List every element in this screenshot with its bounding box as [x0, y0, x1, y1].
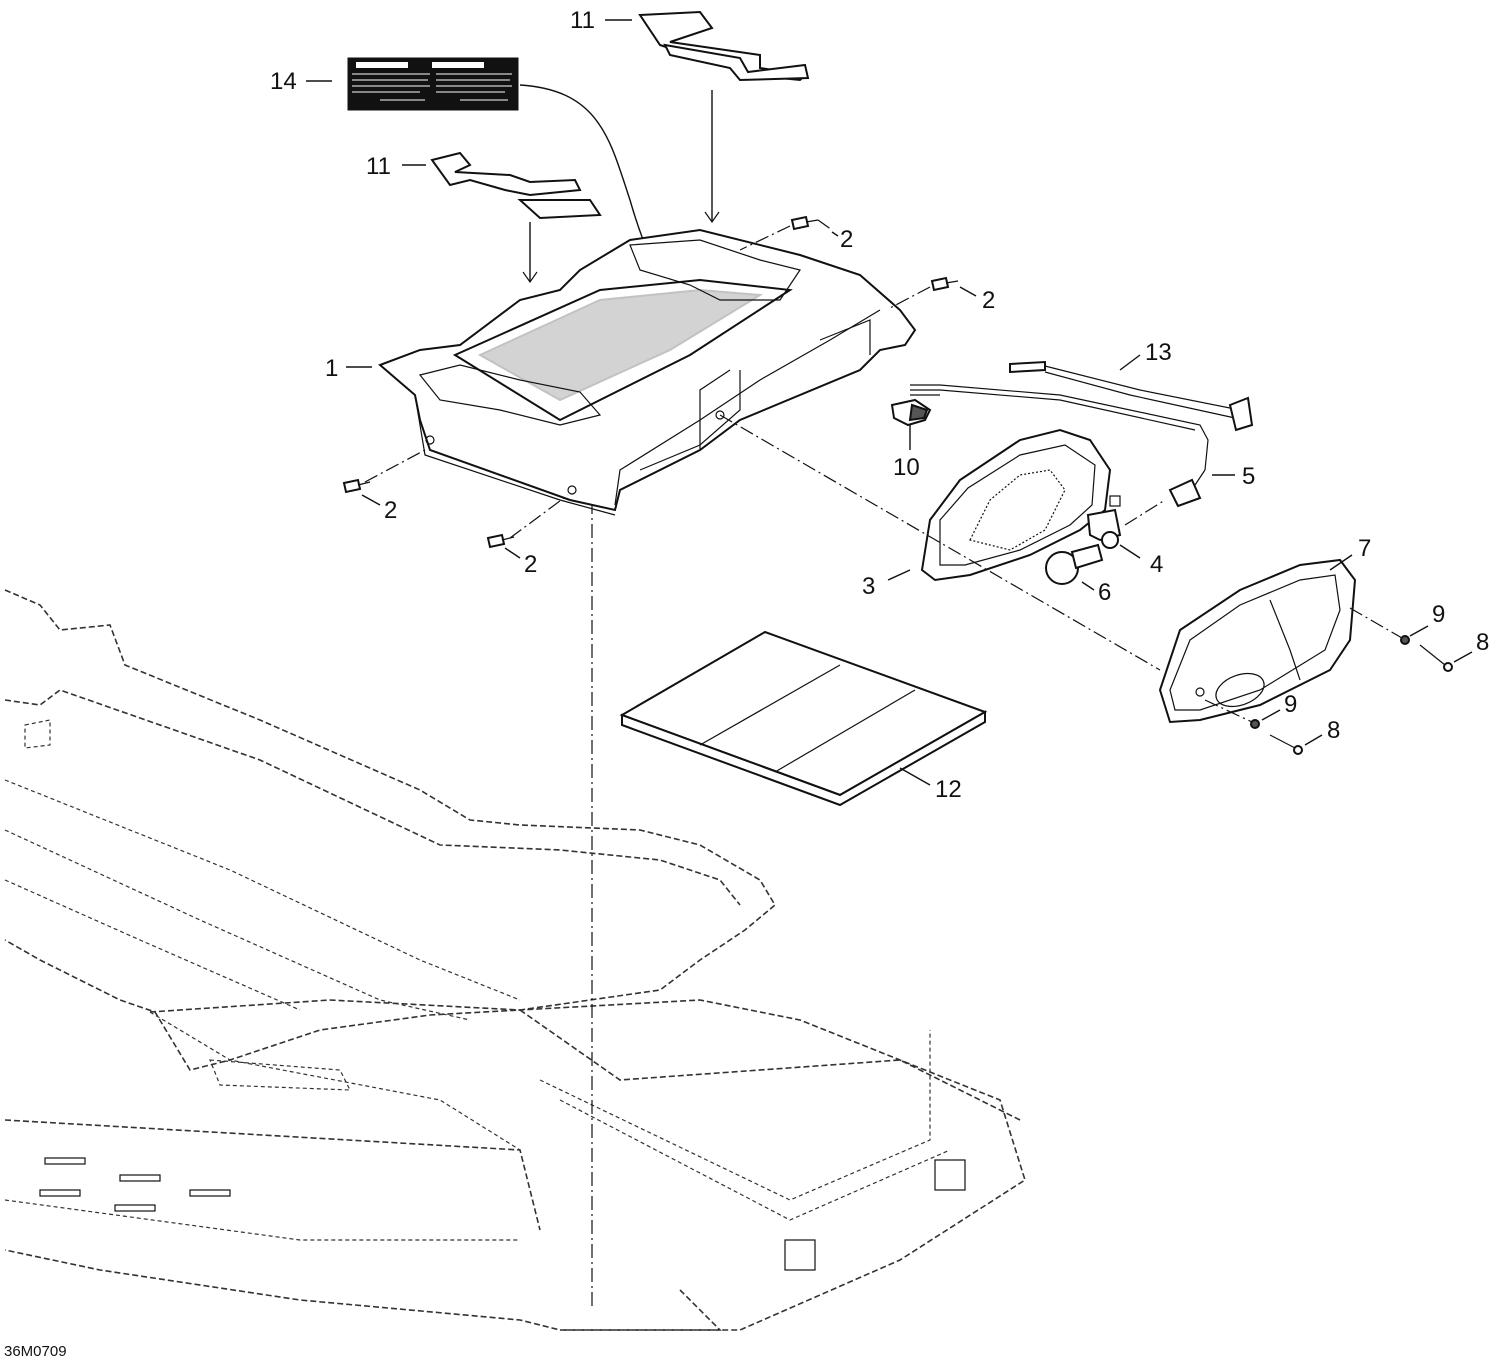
tail-light-lens	[1158, 558, 1357, 724]
bulb-socket-pigtail	[1168, 469, 1206, 508]
drawing-code: 36M0709	[4, 1343, 67, 1360]
screw-upper-b	[930, 276, 959, 292]
vehicle-rear-frame	[4, 589, 1026, 1331]
bulb	[1045, 543, 1104, 585]
reflector-base	[920, 428, 1121, 582]
washer-a	[1400, 635, 1410, 645]
callout-2-lower-a: 2	[384, 497, 397, 524]
screw-lens-b	[1269, 734, 1303, 755]
callout-11-top: 11	[570, 7, 595, 34]
callout-14: 14	[270, 68, 297, 95]
screw-lower-b	[486, 533, 515, 549]
tail-light-housing	[378, 228, 917, 516]
callout-4: 4	[1150, 551, 1163, 578]
connector	[890, 398, 932, 427]
reflector-pad-left	[430, 151, 582, 197]
callout-2-lower-b: 2	[524, 551, 537, 578]
callout-7: 7	[1358, 535, 1371, 562]
callout-8-right: 8	[1476, 629, 1489, 656]
socket-clip	[1086, 508, 1122, 549]
callout-9-right: 9	[1432, 601, 1445, 628]
wiring-harness	[910, 360, 1254, 471]
callout-10: 10	[893, 454, 920, 481]
warning-label	[347, 57, 519, 111]
screw-lens-a	[1419, 644, 1453, 672]
screw-upper-a	[790, 215, 819, 231]
screw-lower-a	[342, 478, 371, 494]
callout-3: 3	[862, 573, 875, 600]
callout-8-lower: 8	[1327, 717, 1340, 744]
callout-9-lower: 9	[1284, 691, 1297, 718]
reflector-pad-upper-lower-piece	[663, 43, 810, 82]
callout-5: 5	[1242, 463, 1255, 490]
callout-13: 13	[1145, 339, 1172, 366]
callout-2-upper-a: 2	[840, 226, 853, 253]
callout-2-upper-b: 2	[982, 287, 995, 314]
washer-b	[1250, 719, 1260, 729]
protective-pad	[619, 630, 988, 807]
reflector-pad-left-lower	[517, 199, 602, 220]
arrow-head	[704, 211, 720, 224]
callout-6: 6	[1098, 579, 1111, 606]
callout-11-left: 11	[366, 153, 391, 180]
callout-labels: 11 14 11 2 2 1 13 10 5 2 2 4 7 3 6 9 8 9…	[4, 7, 1489, 1360]
callout-12: 12	[935, 776, 962, 803]
callout-1: 1	[325, 355, 338, 382]
